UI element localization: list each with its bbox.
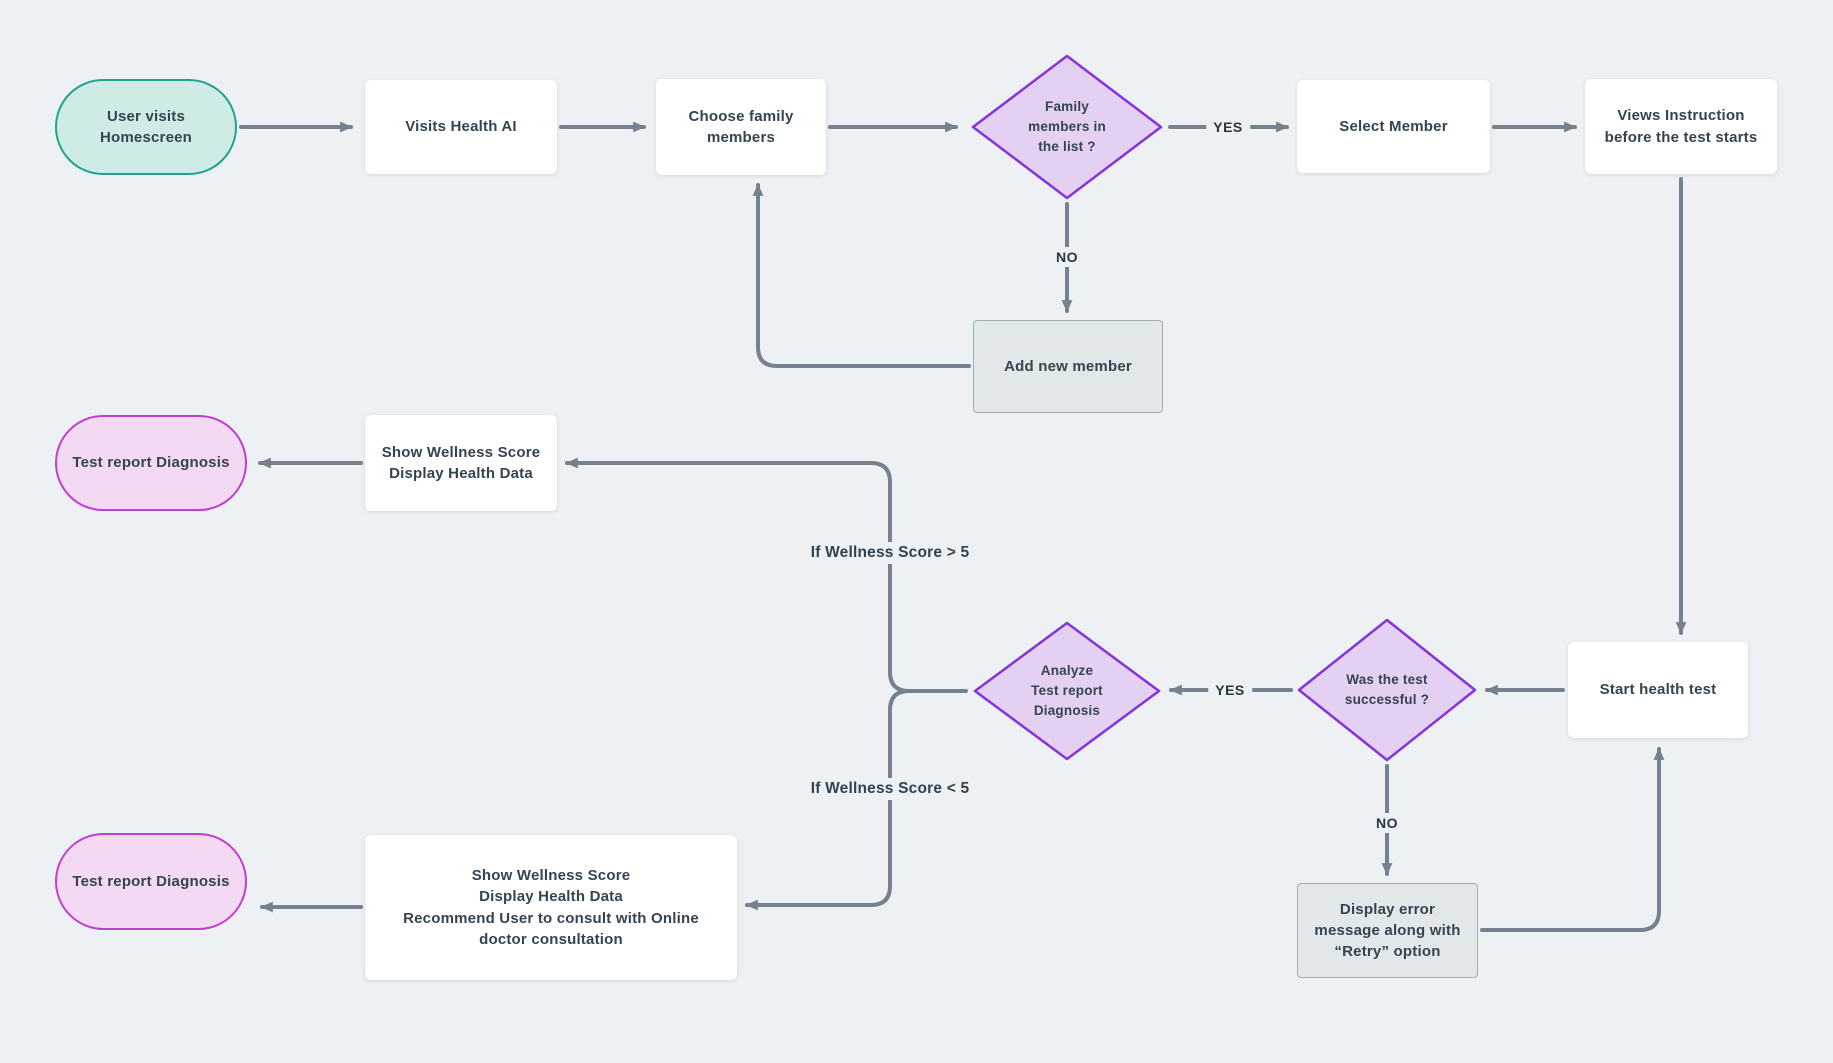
node-label: Add new member bbox=[1004, 357, 1132, 375]
decision-analyze-test-report: Analyze Test report Diagnosis bbox=[973, 621, 1161, 761]
process-show-wellness-high: Show Wellness Score Display Health Data bbox=[365, 415, 557, 511]
node-label: Display error message along with “Retry”… bbox=[1314, 900, 1461, 961]
node-label: Views Instruction before the test starts bbox=[1604, 107, 1758, 146]
edge-label-wellness-below-5: If Wellness Score < 5 bbox=[801, 778, 979, 800]
decision-was-test-successful: Was the test successful ? bbox=[1297, 618, 1477, 762]
decision-family-members-in-list: Family members in the list ? bbox=[971, 54, 1163, 200]
edge-add-member-loop-to-choose bbox=[752, 183, 971, 368]
diamond-shape bbox=[1297, 618, 1477, 762]
edge-label-wellness-above-5: If Wellness Score > 5 bbox=[801, 542, 979, 564]
node-label: Analyze Test report Diagnosis bbox=[1031, 662, 1103, 719]
process-show-wellness-low: Show Wellness Score Display Health Data … bbox=[365, 835, 737, 980]
terminal-test-report-diagnosis-low: Test report Diagnosis bbox=[55, 833, 247, 930]
diamond-shape bbox=[973, 621, 1161, 761]
edge-label-yes-family: YES bbox=[1206, 117, 1250, 137]
node-label: Choose family members bbox=[688, 107, 794, 146]
node-label: Was the test successful ? bbox=[1344, 671, 1430, 707]
edge-label-no-family: NO bbox=[1049, 247, 1085, 267]
edge-analyze-below5-to-show-low bbox=[745, 689, 911, 911]
process-select-member: Select Member bbox=[1297, 80, 1490, 173]
process-start-health-test: Start health test bbox=[1568, 642, 1748, 738]
node-label: Visits Health AI bbox=[405, 118, 517, 136]
node-label: Test report Diagnosis bbox=[72, 454, 230, 472]
node-label: User visits Homescreen bbox=[99, 107, 193, 146]
edge-label-yes-test: YES bbox=[1208, 680, 1252, 700]
node-label: Test report Diagnosis bbox=[72, 872, 230, 890]
process-choose-family-members: Choose family members bbox=[656, 79, 826, 175]
node-label: Show Wellness Score Display Health Data … bbox=[403, 866, 699, 948]
process-views-instruction: Views Instruction before the test starts bbox=[1585, 79, 1777, 174]
edge-label-no-test: NO bbox=[1369, 813, 1405, 833]
diamond-shape bbox=[971, 54, 1163, 200]
edge-analyze-above5-to-show-high bbox=[565, 457, 968, 693]
process-add-new-member: Add new member bbox=[973, 320, 1163, 413]
process-display-error-retry: Display error message along with “Retry”… bbox=[1297, 883, 1478, 978]
node-label: Show Wellness Score Display Health Data bbox=[381, 443, 541, 482]
terminal-test-report-diagnosis-high: Test report Diagnosis bbox=[55, 415, 247, 511]
node-label: Select Member bbox=[1339, 117, 1448, 135]
process-visits-health-ai: Visits Health AI bbox=[365, 80, 557, 174]
node-label: Start health test bbox=[1599, 681, 1717, 699]
node-label: Family members in the list ? bbox=[1028, 98, 1106, 155]
edge-error-loop-to-start-test bbox=[1480, 747, 1665, 932]
terminal-user-visits-homescreen: User visits Homescreen bbox=[55, 79, 237, 175]
